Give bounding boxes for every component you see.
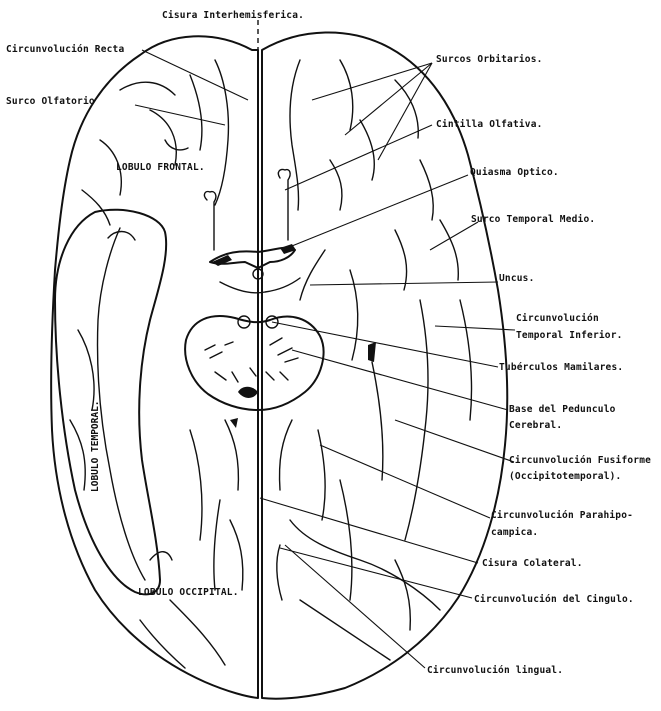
label-cisura-colateral: Cisura Colateral. — [482, 558, 583, 569]
label-lobulo-frontal: LOBULO FRONTAL. — [116, 162, 205, 173]
label-surcos-orbitarios: Surcos Orbitarios. — [436, 54, 543, 65]
label-uncus: Uncus. — [499, 273, 535, 284]
right-temporal-occipital-sulci — [277, 250, 472, 660]
left-occipital-sulci — [140, 430, 243, 668]
label-circ-lingual: Circunvolución lingual. — [427, 665, 563, 676]
label-circ-temporal-inferior-2: Temporal Inferior. — [516, 330, 623, 341]
label-circ-temporal-inferior-1: Circunvolución — [516, 313, 599, 324]
label-lobulo-temporal: LOBULO TEMPORAL. — [90, 400, 101, 492]
label-cintilla-olfativa: Cintilla Olfativa. — [436, 119, 543, 130]
label-circ-fusiforme-2: (Occipitotemporal). — [509, 471, 621, 482]
label-surco-temporal-medio: Surco Temporal Medio. — [471, 214, 595, 225]
label-circ-fusiforme-1: Circunvolución Fusiforme — [509, 455, 651, 466]
leader-lines — [135, 50, 515, 668]
label-cisura-interhemisferica: Cisura Interhemisferica. — [162, 10, 304, 21]
label-circunvolucion-recta: Circunvolución Recta — [6, 44, 124, 55]
label-base-pedunculo-1: Base del Pedunculo — [509, 404, 616, 415]
label-circ-parahipocampica-1: Circunvolución Parahipo- — [491, 510, 633, 521]
right-frontal-sulci — [290, 60, 458, 290]
label-surco-olfatorio: Surco Olfatorio — [6, 96, 95, 107]
label-lobulo-occipital: LOBULO OCCIPITAL. — [138, 587, 239, 598]
central-structures — [185, 169, 323, 490]
label-quiasma-optico: Quiasma Optico. — [470, 167, 559, 178]
label-circ-parahipocampica-2: campica. — [491, 527, 538, 538]
labels: Cisura Interhemisferica. Circunvolución … — [6, 10, 651, 676]
left-temporal-lobe — [55, 210, 172, 595]
label-base-pedunculo-2: Cerebral. — [509, 420, 562, 431]
label-tuberculos-mamilares: Tubérculos Mamilares. — [499, 362, 623, 373]
label-circ-del-cingulo: Circunvolución del Cingulo. — [474, 594, 634, 605]
